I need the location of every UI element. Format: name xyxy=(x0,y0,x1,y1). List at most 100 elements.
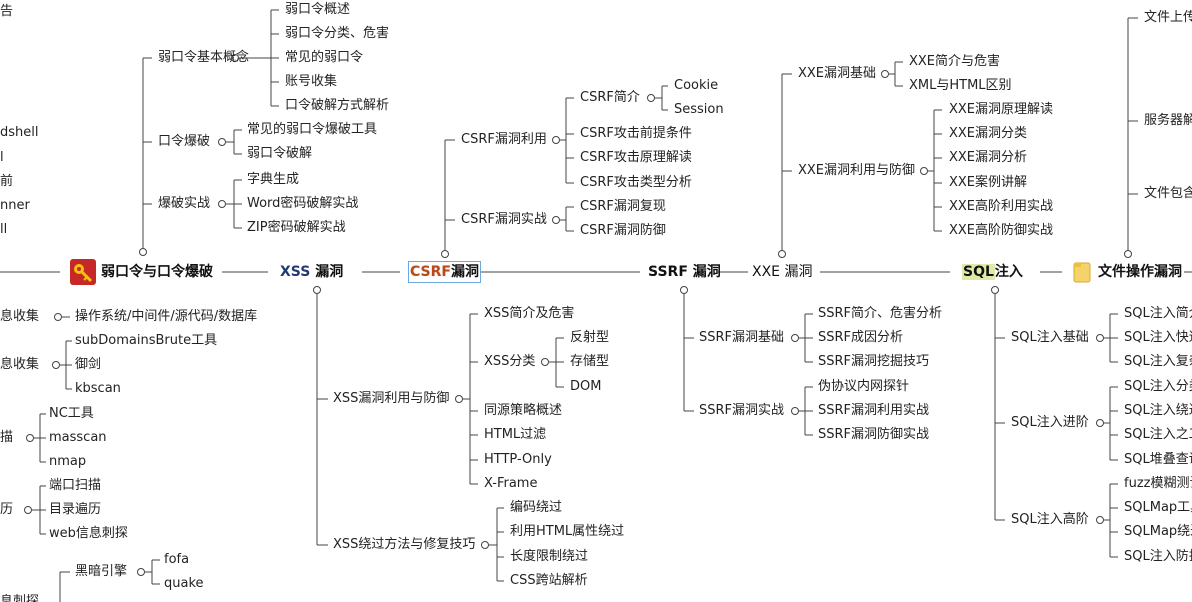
xss-class-node[interactable]: XSS分类 xyxy=(484,354,536,369)
walk-item[interactable]: 目录遍历 xyxy=(49,502,102,517)
topic-xss[interactable]: XSS 漏洞 xyxy=(280,263,343,281)
ssrf-basic-item[interactable]: SSRF成因分析 xyxy=(818,330,904,345)
ssrf-practice-item[interactable]: SSRF漏洞利用实战 xyxy=(818,403,930,418)
sql-basic-item[interactable]: SQL注入复杂 xyxy=(1124,354,1192,369)
xxe-use-item[interactable]: XXE漏洞分析 xyxy=(949,150,1028,165)
weak-concept-item[interactable]: 口令破解方式解析 xyxy=(285,98,390,113)
walk-item[interactable]: 端口扫描 xyxy=(49,478,102,493)
sql-adv-item[interactable]: SQL注入绕过 xyxy=(1124,403,1192,418)
weak-concept-item[interactable]: 常见的弱口令 xyxy=(285,50,364,65)
left-fragment[interactable]: l xyxy=(0,150,4,165)
xss-use-item[interactable]: XSS简介及危害 xyxy=(484,306,575,321)
weak-practice-item[interactable]: ZIP密码破解实战 xyxy=(247,220,346,235)
info-collect-node[interactable]: 息收集 xyxy=(0,357,40,372)
xxe-use-item[interactable]: XXE漏洞分类 xyxy=(949,126,1028,141)
info-collect-item[interactable]: 操作系统/中间件/源代码/数据库 xyxy=(75,309,258,324)
weak-practice-item[interactable]: Word密码破解实战 xyxy=(247,196,359,211)
xxe-use-item[interactable]: XXE漏洞原理解读 xyxy=(949,102,1054,117)
info-collect-item[interactable]: kbscan xyxy=(75,381,121,396)
csrf-use-item[interactable]: CSRF攻击前提条件 xyxy=(580,126,692,141)
xss-use-item[interactable]: HTML过滤 xyxy=(484,427,547,442)
csrf-intro-item[interactable]: Session xyxy=(674,102,724,117)
weak-concept-node[interactable]: 弱口令基本概念 xyxy=(158,50,250,65)
sql-high-item[interactable]: SQLMap绕过 xyxy=(1124,524,1192,539)
csrf-intro-node[interactable]: CSRF简介 xyxy=(580,90,640,105)
ssrf-practice-node[interactable]: SSRF漏洞实战 xyxy=(699,403,785,418)
info-probe-node[interactable]: 息刺探 xyxy=(0,594,40,602)
topic-file-ops[interactable]: 文件操作漏洞 xyxy=(1098,264,1182,280)
left-fragment[interactable]: ll xyxy=(0,222,8,237)
xss-use-item[interactable]: HTTP-Only xyxy=(484,452,552,467)
walk-node[interactable]: 历 xyxy=(0,502,14,517)
ssrf-basic-node[interactable]: SSRF漏洞基础 xyxy=(699,330,785,345)
xss-class-item[interactable]: 反射型 xyxy=(570,330,610,345)
left-fragment[interactable]: dshell xyxy=(0,125,39,140)
topic-xxe[interactable]: XXE 漏洞 xyxy=(752,264,813,280)
xss-class-item[interactable]: DOM xyxy=(570,379,602,394)
xss-bypass-item[interactable]: CSS跨站解析 xyxy=(510,573,588,588)
left-fragment[interactable]: 告 xyxy=(0,4,14,19)
weak-concept-item[interactable]: 弱口令分类、危害 xyxy=(285,26,390,41)
weak-practice-item[interactable]: 字典生成 xyxy=(247,172,300,187)
scan-item[interactable]: NC工具 xyxy=(49,406,94,421)
left-fragment[interactable]: nner xyxy=(0,198,30,213)
info-collect-item[interactable]: subDomainsBrute工具 xyxy=(75,333,218,348)
xxe-use-item[interactable]: XXE案例讲解 xyxy=(949,175,1028,190)
xss-bypass-node[interactable]: XSS绕过方法与修复技巧 xyxy=(333,537,476,552)
topic-csrf[interactable]: CSRF漏洞 xyxy=(408,261,481,283)
ssrf-basic-item[interactable]: SSRF漏洞挖掘技巧 xyxy=(818,354,930,369)
weak-crack-node[interactable]: 口令爆破 xyxy=(158,134,211,149)
xxe-basic-item[interactable]: XML与HTML区别 xyxy=(909,78,1012,93)
csrf-practice-item[interactable]: CSRF漏洞防御 xyxy=(580,223,666,238)
xxe-use-item[interactable]: XXE高阶防御实战 xyxy=(949,223,1054,238)
sql-adv-node[interactable]: SQL注入进阶 xyxy=(1011,415,1089,430)
xss-use-item[interactable]: 同源策略概述 xyxy=(484,403,563,418)
engine-item[interactable]: fofa xyxy=(164,552,190,567)
ssrf-basic-item[interactable]: SSRF简介、危害分析 xyxy=(818,306,943,321)
topic-sql[interactable]: SQL注入 xyxy=(962,263,1023,281)
sql-basic-item[interactable]: SQL注入快速 xyxy=(1124,330,1192,345)
csrf-use-item[interactable]: CSRF攻击类型分析 xyxy=(580,175,692,190)
file-item[interactable]: 文件包含 xyxy=(1144,186,1192,201)
weak-practice-node[interactable]: 爆破实战 xyxy=(158,196,211,211)
sql-basic-item[interactable]: SQL注入简介 xyxy=(1124,306,1192,321)
engine-node[interactable]: 黑暗引擎 xyxy=(75,564,128,579)
sql-high-item[interactable]: fuzz模糊测试 xyxy=(1124,476,1192,491)
scan-item[interactable]: masscan xyxy=(49,430,107,445)
topic-ssrf[interactable]: SSRF 漏洞 xyxy=(648,264,721,280)
sql-basic-node[interactable]: SQL注入基础 xyxy=(1011,330,1089,345)
xxe-basic-item[interactable]: XXE简介与危害 xyxy=(909,54,1001,69)
engine-item[interactable]: quake xyxy=(164,576,204,591)
xss-bypass-item[interactable]: 利用HTML属性绕过 xyxy=(510,524,625,539)
csrf-use-item[interactable]: CSRF攻击原理解读 xyxy=(580,150,692,165)
weak-concept-item[interactable]: 账号收集 xyxy=(285,74,338,89)
xxe-use-item[interactable]: XXE高阶利用实战 xyxy=(949,199,1054,214)
csrf-practice-item[interactable]: CSRF漏洞复现 xyxy=(580,199,666,214)
csrf-practice-node[interactable]: CSRF漏洞实战 xyxy=(461,212,547,227)
topic-weak-password[interactable]: 弱口令与口令爆破 xyxy=(101,264,213,280)
sql-high-node[interactable]: SQL注入高阶 xyxy=(1011,512,1089,527)
left-fragment[interactable]: 前 xyxy=(0,174,14,189)
csrf-use-node[interactable]: CSRF漏洞利用 xyxy=(461,132,547,147)
info-collect-item[interactable]: 御剑 xyxy=(75,357,102,372)
xss-use-node[interactable]: XSS漏洞利用与防御 xyxy=(333,391,450,406)
sql-high-item[interactable]: SQL注入防护 xyxy=(1124,549,1192,564)
xss-bypass-item[interactable]: 长度限制绕过 xyxy=(510,549,589,564)
ssrf-practice-item[interactable]: SSRF漏洞防御实战 xyxy=(818,427,930,442)
weak-concept-item[interactable]: 弱口令概述 xyxy=(285,2,351,17)
sql-adv-item[interactable]: SQL堆叠查询 xyxy=(1124,452,1192,467)
info-collect-node[interactable]: 息收集 xyxy=(0,309,40,324)
file-item[interactable]: 文件上传 xyxy=(1144,10,1192,25)
walk-item[interactable]: web信息刺探 xyxy=(49,526,128,541)
xss-bypass-item[interactable]: 编码绕过 xyxy=(510,500,563,515)
sql-high-item[interactable]: SQLMap工具 xyxy=(1124,500,1192,515)
weak-crack-item[interactable]: 常见的弱口令爆破工具 xyxy=(247,122,378,137)
csrf-intro-item[interactable]: Cookie xyxy=(674,78,719,93)
sql-adv-item[interactable]: SQL注入分类 xyxy=(1124,379,1192,394)
ssrf-practice-item[interactable]: 伪协议内网探针 xyxy=(818,379,910,394)
xss-use-item[interactable]: X-Frame xyxy=(484,476,538,491)
weak-crack-item[interactable]: 弱口令破解 xyxy=(247,146,313,161)
xss-class-item[interactable]: 存储型 xyxy=(570,354,610,369)
scan-item[interactable]: nmap xyxy=(49,454,87,469)
sql-adv-item[interactable]: SQL注入之工 xyxy=(1124,427,1192,442)
